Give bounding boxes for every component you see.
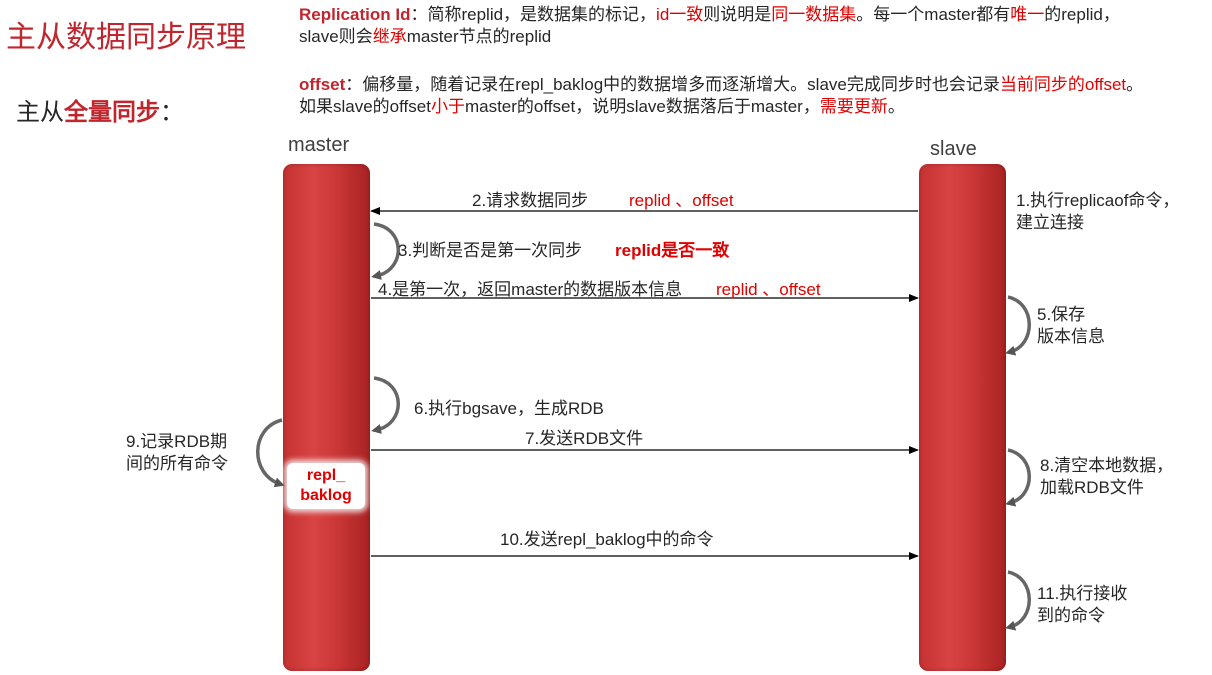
intro-line-2: slave则会继承master节点的replid bbox=[299, 26, 551, 47]
loop-step-11 bbox=[1005, 570, 1031, 631]
slave-lane bbox=[919, 164, 1006, 671]
master-lane-label: master bbox=[288, 134, 350, 156]
step-11-line-1: 11.执行接收 bbox=[1037, 584, 1128, 603]
intro-text: ：简称replid，是数据集的标记， bbox=[410, 5, 657, 24]
step-7-label: 7.发送RDB文件 bbox=[525, 429, 644, 448]
step-3-check: replid是否一致 bbox=[615, 241, 730, 260]
step-11-label: 11.执行接收到的命令 bbox=[1037, 583, 1127, 627]
step-9-line-1: 9.记录RDB期 bbox=[126, 432, 228, 451]
step-6-label: 6.执行bgsave，生成RDB bbox=[414, 399, 604, 418]
intro-highlight: 唯一 bbox=[1010, 5, 1045, 24]
master-lane bbox=[283, 164, 370, 671]
intro-text: 。 bbox=[1126, 75, 1144, 94]
step-9-label: 9.记录RDB期间的所有命令 bbox=[126, 431, 228, 475]
term-replication-id: Replication Id bbox=[299, 5, 411, 24]
term-offset: offset bbox=[299, 75, 346, 94]
page-title: 主从数据同步原理 bbox=[6, 21, 246, 54]
step-8-line-1: 8.清空本地数据， bbox=[1040, 456, 1174, 475]
subtitle-highlight: 全量同步 bbox=[64, 99, 160, 126]
loop-step-6 bbox=[371, 376, 400, 434]
intro-highlight: 同一数据集 bbox=[771, 5, 857, 24]
repl-baklog-buffer: repl_ baklog bbox=[287, 463, 365, 509]
intro-text: ：偏移量，随着记录在repl_baklog中的数据增多而逐渐增大。slave完成… bbox=[345, 75, 1000, 94]
step-8-label: 8.清空本地数据， 加载RDB文件 bbox=[1040, 455, 1173, 499]
intro-line-3: offset：偏移量，随着记录在repl_baklog中的数据增多而逐渐增大。s… bbox=[299, 74, 1143, 95]
slave-lane-label: slave bbox=[930, 138, 977, 160]
intro-highlight: id一致 bbox=[656, 5, 704, 24]
loop-step-5 bbox=[1005, 295, 1031, 356]
step-2-label: 2.请求数据同步 bbox=[472, 191, 589, 210]
step-1-line-1: 1.执行replicaof命令， bbox=[1016, 191, 1180, 210]
intro-text: slave则会 bbox=[299, 27, 373, 46]
buffer-label-1: repl_ bbox=[306, 467, 346, 484]
intro-text: 如果slave的offset bbox=[299, 97, 431, 116]
step-1-label: 1.执行replicaof命令， 建立连接 bbox=[1016, 190, 1179, 234]
loop-step-3 bbox=[371, 222, 400, 280]
intro-text: master节点的replid bbox=[406, 27, 552, 46]
step-10-label: 10.发送repl_baklog中的命令 bbox=[500, 530, 714, 549]
step-3-label: 3.判断是否是第一次同步 bbox=[398, 241, 583, 260]
step-4-params: replid 、offset bbox=[716, 280, 821, 299]
buffer-label-2: baklog bbox=[300, 487, 352, 504]
step-9-line-2: 间的所有命令 bbox=[126, 454, 228, 473]
intro-text: 的replid， bbox=[1044, 5, 1120, 24]
intro-highlight: 当前同步的offset bbox=[999, 75, 1127, 94]
subtitle-suffix: ： bbox=[160, 99, 184, 126]
step-11-line-2: 到的命令 bbox=[1037, 606, 1105, 625]
loop-step-8 bbox=[1005, 448, 1031, 507]
subtitle-prefix: 主从 bbox=[16, 99, 64, 126]
step-5-line-1: 5.保存 bbox=[1037, 305, 1086, 324]
intro-highlight: 小于 bbox=[430, 97, 465, 116]
loop-step-9 bbox=[256, 418, 285, 488]
intro-highlight: 继承 bbox=[372, 27, 407, 46]
intro-line-1: Replication Id：简称replid，是数据集的标记，id一致则说明是… bbox=[299, 4, 1120, 25]
intro-text: 。 bbox=[887, 97, 905, 116]
section-subtitle: 主从全量同步： bbox=[16, 92, 184, 127]
intro-line-4: 如果slave的offset小于master的offset，说明slave数据落… bbox=[299, 96, 905, 117]
step-4-label: 4.是第一次，返回master的数据版本信息 bbox=[378, 280, 683, 299]
step-2-params: replid 、offset bbox=[629, 191, 734, 210]
intro-text: master的offset，说明slave数据落后于master， bbox=[464, 97, 820, 116]
step-8-line-2: 加载RDB文件 bbox=[1040, 478, 1144, 497]
intro-highlight: 需要更新 bbox=[819, 97, 888, 116]
step-1-line-2: 建立连接 bbox=[1016, 213, 1084, 232]
intro-text: 则说明是 bbox=[703, 5, 772, 24]
step-5-line-2: 版本信息 bbox=[1037, 327, 1105, 346]
intro-text: 。每一个master都有 bbox=[856, 5, 1011, 24]
step-5-label: 5.保存版本信息 bbox=[1037, 304, 1105, 348]
